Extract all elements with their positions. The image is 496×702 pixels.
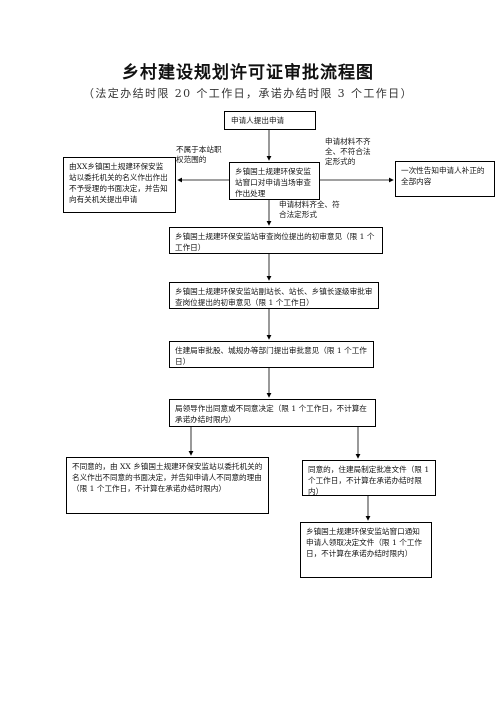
box-apply: 申请人提出申请	[224, 111, 316, 130]
box-notify-once: 一次性告知申请人补正的全部内容	[395, 161, 495, 197]
box-initial-review: 乡镇国土规建环保安监站审查岗位提出的初审意见（限 1 个工作日）	[169, 227, 383, 254]
box-reject: 由XX乡镇国土规建环保安监站以委托机关的名义作出作出不予受理的书面决定，并告知向…	[63, 157, 176, 213]
page-title: 乡村建设规划许可证审批流程图	[122, 63, 374, 83]
box-housing-bureau: 住建局审批股、城规办等部门提出审批意见（限 1 个工作日）	[169, 341, 374, 368]
note-complete: 申请材料齐全、符合法定形式	[279, 200, 340, 219]
page-subtitle: （法定办结时限 20 个工作日，承诺办结时限 3 个工作日）	[83, 87, 413, 100]
box-secondary-review: 乡镇国土规建环保安监站副站长、站长、乡镇长逐级审批审查岗位提出的初审意见（限 1…	[169, 282, 379, 309]
note-incomplete: 申请材料不齐全、不符合法定形式的	[325, 137, 371, 166]
box-window: 乡镇国土规建环保安监站窗口对申请当场审查作出处理	[229, 162, 320, 200]
box-collect: 乡镇国土规建环保安监站窗口通知申请人领取决定文件（限 1 个工作日，不计算在承诺…	[300, 522, 432, 578]
note-out-of-scope: 不属于本站职权范围的	[176, 145, 222, 164]
box-agree: 同意的，住建局制定批准文件（限 1 个工作日，不计算在承诺办结时限内）	[302, 460, 436, 496]
box-leader-decision: 局领导作出同意或不同意决定（限 1 个工作日，不计算在承诺办结时限内）	[169, 399, 376, 427]
box-disagree: 不同意的，由 XX 乡镇国土规建环保安监站以委托机关的名义作出不同意的书面决定，…	[66, 457, 269, 514]
